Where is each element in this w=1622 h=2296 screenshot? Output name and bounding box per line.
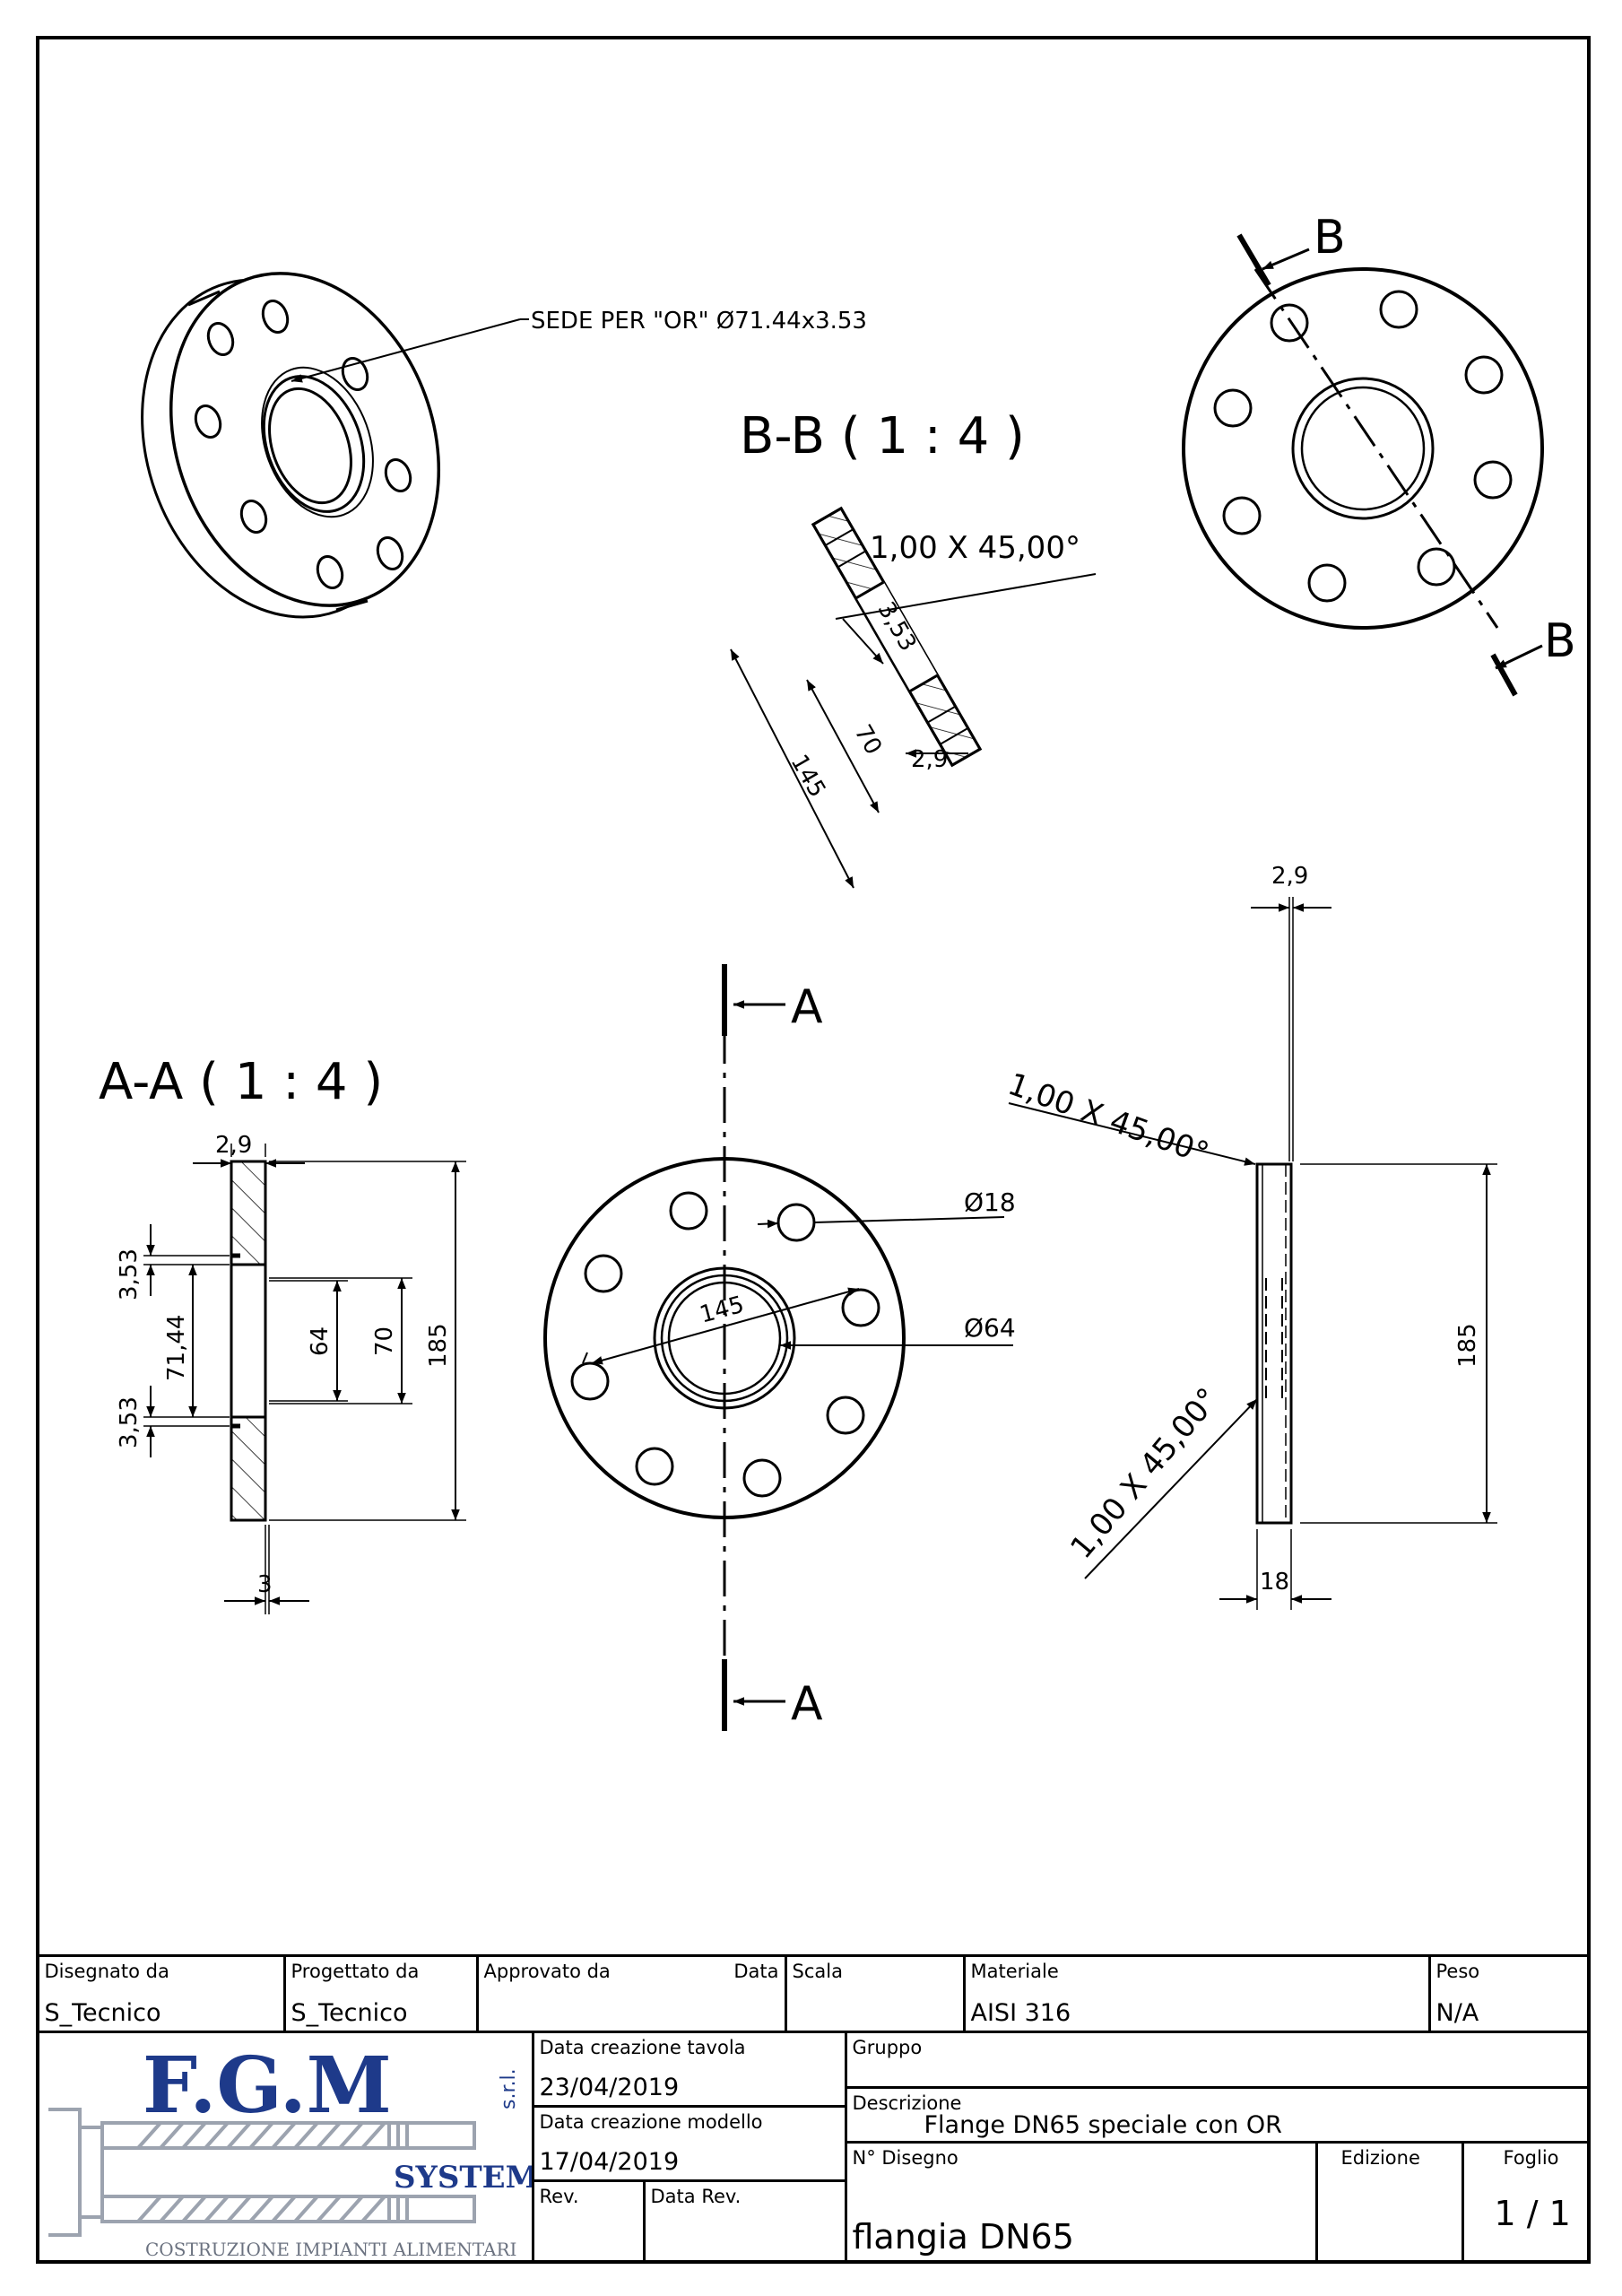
company-logo: F.G.M s.r.l.: [48, 2040, 533, 2260]
logo-pipes-graphic: [48, 2107, 476, 2237]
dim-hole: Ø18: [964, 1187, 1016, 1217]
sheet-created-value: 23/04/2019: [539, 2073, 680, 2101]
cut-label-b-bottom: B: [1544, 614, 1576, 668]
designed-by-label: Progettato da: [291, 1960, 420, 1982]
logo-suffix: s.r.l.: [498, 2068, 520, 2109]
designed-by-cell: Progettato da S_Tecnico: [282, 1953, 479, 2033]
rev-date-cell: Data Rev.: [642, 2179, 847, 2263]
scale-label: Scala: [792, 1960, 843, 1982]
aa-dim-groove-top: 3,53: [116, 1248, 143, 1300]
group-cell: Gruppo: [844, 2030, 1590, 2089]
group-label: Gruppo: [852, 2036, 923, 2058]
model-created-label: Data creazione modello: [539, 2110, 763, 2133]
cut-label-a-bottom: A: [791, 1677, 823, 1731]
drawing-no-value: flangia DN65: [852, 2216, 1074, 2257]
drawing-no-cell: N° Disegno flangia DN65: [844, 2140, 1318, 2263]
logo-system: SYSTEM: [394, 2160, 533, 2196]
rev-date-label: Data Rev.: [650, 2185, 742, 2207]
side-chamfer-bottom: 1,00 X 45,00°: [1063, 1381, 1227, 1566]
iso-note: SEDE PER "OR" Ø71.44x3.53: [531, 308, 867, 335]
rev-label: Rev.: [539, 2185, 579, 2207]
section-bb-view: [730, 506, 1097, 889]
side-chamfer-top: 1,00 X 45,00°: [1003, 1066, 1213, 1172]
weight-value: N/A: [1436, 1998, 1479, 2027]
bb-dim-145: 145: [785, 750, 831, 802]
description-value: Flange DN65 speciale con OR: [924, 2110, 1282, 2139]
title-block: Disegnato da S_Tecnico Progettato da S_T…: [36, 1953, 1590, 2263]
front-view-a: [543, 964, 1013, 1731]
edition-cell: Edizione: [1314, 2140, 1464, 2263]
side-dim-thk: 18: [1260, 1569, 1289, 1596]
section-aa-view: [143, 1144, 466, 1614]
drawn-by-value: S_Tecnico: [44, 1998, 161, 2027]
side-dim-top: 2,9: [1271, 863, 1308, 890]
model-created-value: 17/04/2019: [539, 2147, 680, 2176]
description-cell: Descrizione Flange DN65 speciale con OR: [844, 2085, 1590, 2144]
bb-dim-70: 70: [849, 720, 888, 760]
aa-dim-bore: 64: [307, 1326, 334, 1356]
sheet-cell: Foglio 1 / 1: [1461, 2140, 1590, 2263]
isometric-view: [141, 272, 529, 619]
sheet-value: 1 / 1: [1494, 2193, 1571, 2233]
sheet-label: Foglio: [1503, 2146, 1559, 2169]
material-label: Materiale: [970, 1960, 1059, 1982]
logo-name: F.G.M: [143, 2040, 392, 2131]
aa-dim-bottom: 3: [257, 1571, 273, 1598]
section-bb-title: B-B ( 1 : 4 ): [740, 407, 1025, 465]
weight-cell: Peso N/A: [1427, 1953, 1590, 2033]
cut-label-b-top: B: [1314, 211, 1346, 265]
section-aa-title: A-A ( 1 : 4 ): [99, 1053, 383, 1111]
material-value: AISI 316: [970, 1998, 1071, 2027]
aa-dim-or: 71,44: [163, 1315, 190, 1381]
aa-dim-outer: 185: [425, 1323, 452, 1368]
aa-dim-groove-bottom: 3,53: [116, 1396, 143, 1448]
logo-cell: F.G.M s.r.l.: [36, 2030, 534, 2263]
aa-dim-top: 2,9: [215, 1132, 252, 1159]
weight-label: Peso: [1436, 1960, 1480, 1982]
aa-dim-groove-dia: 70: [371, 1326, 398, 1356]
drawn-by-cell: Disegnato da S_Tecnico: [36, 1953, 286, 2033]
front-view-b: [1182, 233, 1544, 697]
dim-pcd: 145: [697, 1292, 747, 1329]
approved-by-cell: Approvato da Data: [475, 1953, 787, 2033]
material-cell: Materiale AISI 316: [962, 1953, 1431, 2033]
date-label: Data: [733, 1960, 779, 1982]
sheet-created-label: Data creazione tavola: [539, 2036, 746, 2058]
drawing-no-label: N° Disegno: [852, 2146, 958, 2169]
model-created-cell: Data creazione modello 17/04/2019: [531, 2104, 847, 2182]
cut-label-a-top: A: [791, 980, 823, 1034]
description-label: Descrizione: [852, 2092, 962, 2114]
side-dim-height: 185: [1454, 1323, 1481, 1368]
designed-by-value: S_Tecnico: [291, 1998, 408, 2027]
sheet-created-cell: Data creazione tavola 23/04/2019: [531, 2030, 847, 2108]
drawn-by-label: Disegnato da: [44, 1960, 169, 1982]
dim-bore: Ø64: [964, 1313, 1016, 1343]
edition-label: Edizione: [1340, 2146, 1420, 2169]
bb-chamfer: 1,00 X 45,00°: [870, 530, 1080, 566]
scale-cell: Scala: [784, 1953, 966, 2033]
logo-tagline: COSTRUZIONE IMPIANTI ALIMENTARI: [145, 2239, 516, 2260]
bb-dim-2-9: 2,9: [911, 746, 948, 773]
approved-by-label: Approvato da: [483, 1960, 611, 1982]
side-view: [1008, 897, 1497, 1610]
rev-cell: Rev.: [531, 2179, 646, 2263]
